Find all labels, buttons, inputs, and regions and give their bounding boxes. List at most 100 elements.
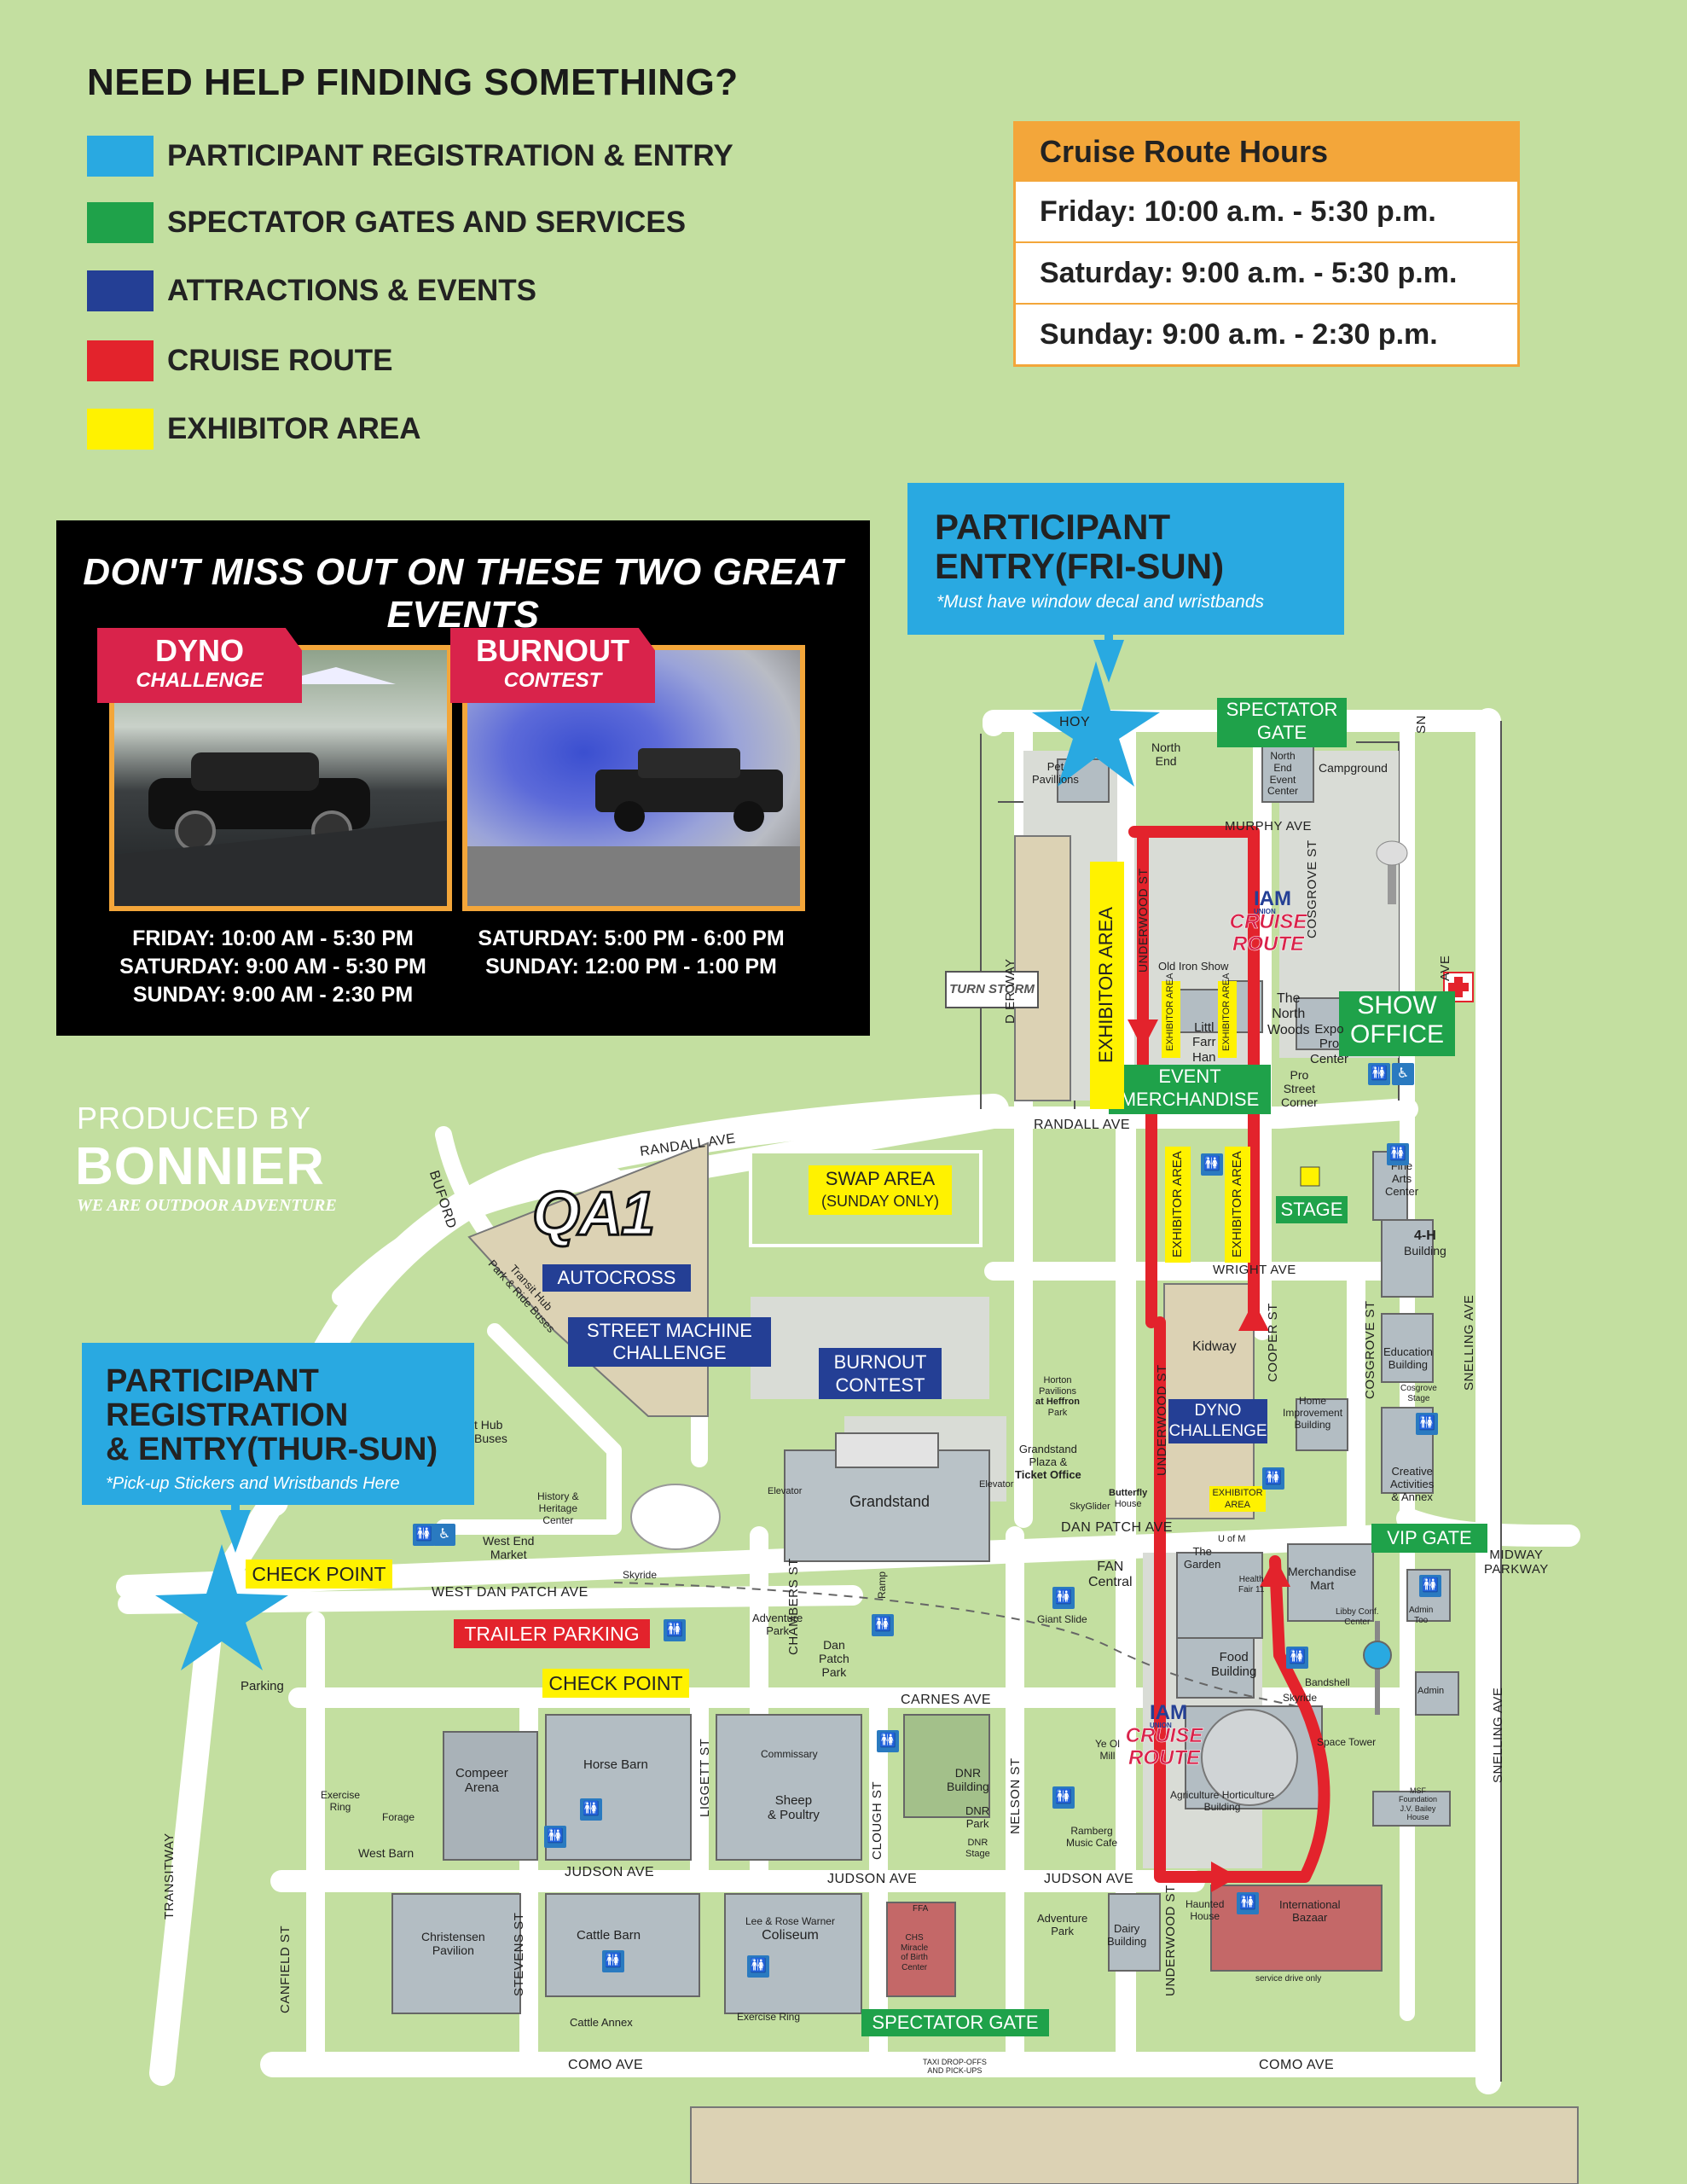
entry-title-1: PARTICIPANT: [935, 507, 1171, 547]
street-chambers: CHAMBERS ST: [786, 1558, 801, 1655]
label-line: House: [1190, 1909, 1220, 1922]
exhibitor-small-line: EXHIBITOR: [1212, 1488, 1263, 1498]
label-libby: Libby Conf.Center: [1336, 1607, 1379, 1627]
exhibitor-area-small: EXHIBITOR AREA: [1209, 1486, 1266, 1512]
label-line: Haunted: [1186, 1898, 1225, 1910]
entry-star: [1032, 661, 1160, 787]
label-line: Merchandise: [1288, 1565, 1357, 1578]
street-machine-line: CHALLENGE: [612, 1342, 727, 1363]
label-parking: Parking: [241, 1679, 284, 1693]
label-line: Park: [1051, 1924, 1074, 1937]
exhibitor-strip-label: EXHIBITOR AREA: [1221, 973, 1232, 1052]
burnout-badge-title: BURNOUT: [476, 633, 629, 668]
exhibitor-area-strip-1: EXHIBITOR AREA: [1162, 973, 1180, 1058]
legend-item-attractions: ATTRACTIONS & EVENTS: [87, 270, 536, 312]
label-line: Bazaar: [1292, 1910, 1328, 1924]
street-como-east: COMO AVE: [1259, 2058, 1335, 2072]
label-line: Ye Ol: [1095, 1738, 1120, 1750]
street-underwood-mid: UNDERWOOD ST: [1155, 1364, 1169, 1476]
street-midway-parkway: MIDWAY PARKWAY: [1484, 1548, 1549, 1577]
spectator-gate-line: GATE: [1256, 722, 1307, 743]
burnout-time: SATURDAY: 5:00 PM - 6:00 PM: [478, 926, 785, 950]
bonnier-tagline: WE ARE OUTDOOR ADVENTURE: [77, 1196, 337, 1215]
label-cattle-barn: Cattle Barn: [577, 1928, 641, 1943]
label-line: at Heffron: [1035, 1397, 1080, 1408]
dyno-time: SUNDAY: 9:00 AM - 2:30 PM: [132, 983, 414, 1007]
street-underwood-south: UNDERWOOD ST: [1163, 1885, 1178, 1996]
label-line: Christensen: [421, 1930, 485, 1943]
label-line: Park: [766, 1623, 789, 1637]
label-line: House: [1114, 1498, 1142, 1509]
street-randall-east: RANDALL AVE: [1034, 1118, 1131, 1132]
label-line: West End: [483, 1534, 535, 1548]
legend-item-registration: PARTICIPANT REGISTRATION & ENTRY: [87, 135, 733, 177]
label-line: Pro: [1319, 1037, 1340, 1052]
turnstorm-logo: TURN STORM: [945, 971, 1039, 1008]
street-como-west: COMO AVE: [568, 2058, 644, 2072]
label-line: Heritage: [538, 1502, 578, 1514]
label-line: Center: [901, 1962, 928, 1972]
street-ave: AVE: [1438, 955, 1452, 981]
street-machine-line: STREET MACHINE: [587, 1320, 752, 1341]
cruise-route-label: CRUISE ROUTE: [1223, 910, 1313, 956]
dyno-box-line: CHALLENGE: [1168, 1422, 1267, 1440]
label-ffa: FFA: [913, 1904, 929, 1914]
show-office: SHOW OFFICE: [1339, 991, 1455, 1056]
hours-title: Cruise Route Hours: [1016, 124, 1517, 180]
smoke-car-icon: [467, 748, 800, 906]
label-line: Admin: [1409, 1606, 1434, 1615]
restroom-icon: 🚻: [1052, 1786, 1075, 1809]
legend-item-cruise: CRUISE ROUTE: [87, 340, 392, 382]
label-line: Coliseum: [762, 1927, 819, 1943]
label-line: AND PICK-UPS: [927, 2066, 983, 2076]
label-line: Patch: [819, 1652, 849, 1666]
spectator-gate-north: SPECTATOR GATE: [1217, 698, 1347, 747]
label-line: Miracle: [901, 1943, 929, 1953]
label-line: The: [1192, 1545, 1212, 1558]
street-underwood-north: UNDERWOOD ST: [1136, 868, 1150, 973]
event-merch-line: MERCHANDISE: [1120, 1089, 1260, 1110]
burnout-badge-sub: CONTEST: [503, 669, 602, 692]
iam-logo: IAM: [1254, 887, 1291, 910]
stage-box: STAGE: [1276, 1196, 1348, 1223]
swap-area: SWAP AREA (SUNDAY ONLY): [809, 1165, 952, 1215]
label-grandstand: Grandstand: [849, 1493, 930, 1510]
street-judson-east: JUDSON AVE: [1044, 1872, 1134, 1886]
street-cosgrove-mid: COSGROVE ST: [1363, 1300, 1377, 1399]
swap-area-line: SWAP AREA: [825, 1168, 936, 1189]
dyno-time: SATURDAY: 9:00 AM - 5:30 PM: [119, 955, 426, 979]
street-carnes: CARNES AVE: [901, 1693, 992, 1707]
label-line: Dairy: [1113, 1922, 1140, 1935]
check-point-west: CHECK POINT: [246, 1560, 392, 1589]
union-label: UNION: [1150, 1722, 1172, 1729]
label-line: North: [1270, 750, 1296, 762]
label-line: Creative: [1391, 1465, 1433, 1478]
restroom-icon: 🚻: [1201, 1153, 1223, 1176]
events-title: DON'T MISS OUT ON THESE TWO GREAT EVENTS: [83, 551, 844, 636]
label-line: Education: [1383, 1345, 1433, 1358]
label-line: of Birth: [901, 1953, 928, 1962]
street-judson-west: JUDSON AVE: [565, 1865, 655, 1879]
label-line: Ramberg: [1070, 1825, 1113, 1837]
label-west-barn: West Barn: [358, 1846, 415, 1860]
dyno-box-line: DYNO: [1194, 1402, 1242, 1420]
street-transitway: TRANSITWAY: [162, 1833, 177, 1920]
